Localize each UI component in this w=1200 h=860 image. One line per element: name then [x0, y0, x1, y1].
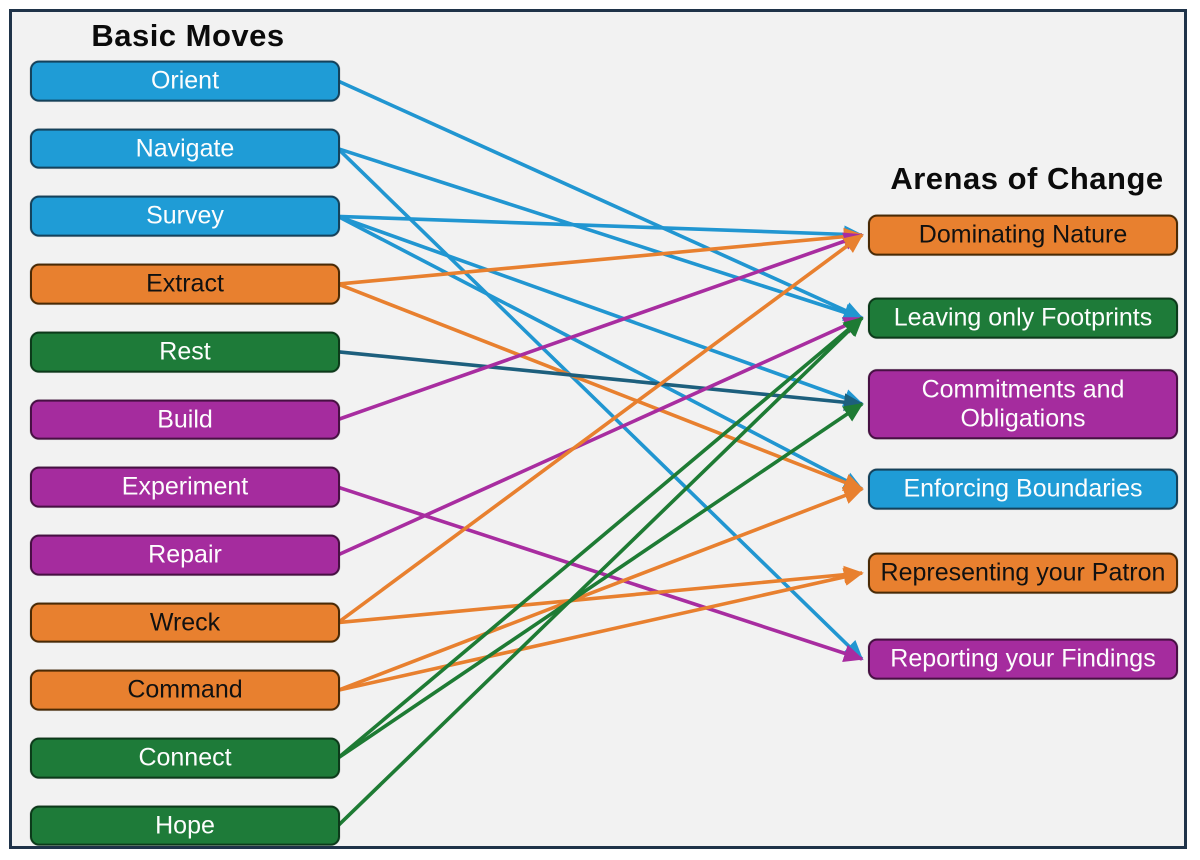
arena-reporting-your-findings: Reporting your Findings — [868, 638, 1178, 680]
basic-move-command: Command — [30, 669, 340, 711]
right-column-title: Arenas of Change — [890, 161, 1164, 196]
basic-move-experiment: Experiment — [30, 466, 340, 508]
basic-move-orient: Orient — [30, 60, 340, 102]
basic-move-repair: Repair — [30, 534, 340, 576]
basic-move-hope: Hope — [30, 805, 340, 847]
left-column-title: Basic Moves — [91, 18, 285, 53]
basic-move-survey: Survey — [30, 196, 340, 237]
basic-move-connect: Connect — [30, 737, 340, 779]
basic-move-build: Build — [30, 399, 340, 440]
basic-move-rest: Rest — [30, 331, 340, 373]
arena-representing-your-patron: Representing your Patron — [868, 552, 1178, 594]
arena-leaving-only-footprints: Leaving only Footprints — [868, 297, 1178, 339]
arena-dominating-nature: Dominating Nature — [868, 214, 1178, 256]
basic-move-extract: Extract — [30, 263, 340, 305]
arena-commitments-and-obligations: Commitments and Obligations — [868, 369, 1178, 439]
basic-move-wreck: Wreck — [30, 602, 340, 643]
basic-move-navigate: Navigate — [30, 128, 340, 170]
arena-enforcing-boundaries: Enforcing Boundaries — [868, 468, 1178, 510]
